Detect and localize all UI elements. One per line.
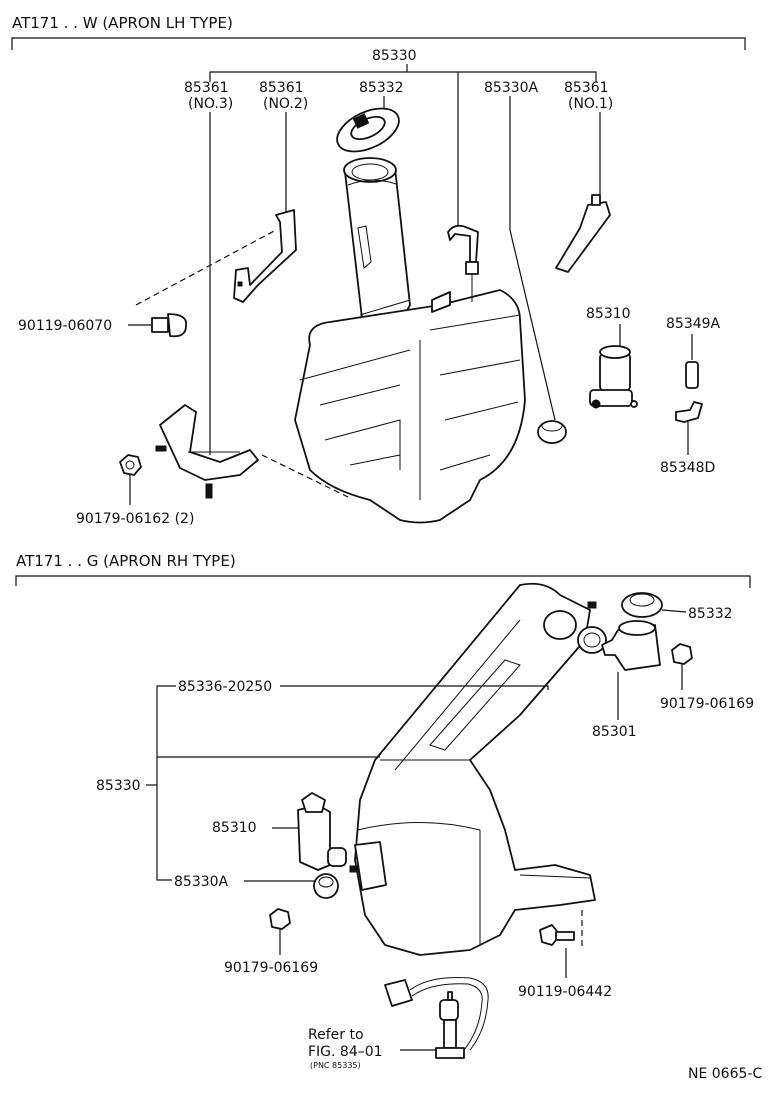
leader-85332-bottom <box>661 609 687 613</box>
leader-85330a-top <box>509 96 556 421</box>
level-sensor-harness <box>384 977 489 1059</box>
bolt-90119-06442 <box>539 924 575 946</box>
filler-neck-top <box>343 157 411 327</box>
pump-85310-bottom <box>297 792 347 871</box>
section-title-apron-lh: AT171 . . W (APRON LH TYPE) <box>12 14 233 32</box>
label-85330-top: 85330 <box>372 48 417 64</box>
label-85310-top: 85310 <box>586 306 631 322</box>
guide-bracket-no3 <box>261 454 351 499</box>
hose-85301 <box>601 620 661 671</box>
bracket-85361-no1 <box>555 194 611 273</box>
washer-tank-bottom <box>354 582 596 956</box>
label-85348d: 85348D <box>660 460 715 476</box>
grommet-85330a-top <box>537 420 567 444</box>
tank-outlet-bottom <box>349 841 387 891</box>
label-85361-no1: 85361 <box>564 80 609 96</box>
label-85301: 85301 <box>592 724 637 740</box>
bracket-85330-bottom <box>156 685 176 881</box>
nut-90179-06169-a <box>671 643 693 665</box>
cap-85332-top <box>336 107 400 153</box>
label-85310-bottom: 85310 <box>212 820 257 836</box>
label-85330-bottom: 85330 <box>96 778 141 794</box>
section-bracket-top <box>11 37 746 50</box>
label-90119-06442: 90119-06442 <box>518 984 612 1000</box>
nut-90179-06162 <box>119 454 142 476</box>
grommet-85330a-bottom <box>313 873 339 899</box>
label-85349a: 85349A <box>666 316 721 332</box>
label-85330a-top: 85330A <box>484 80 539 96</box>
label-85332-bottom: 85332 <box>688 606 733 622</box>
label-85361-no3: 85361 <box>184 80 229 96</box>
bracket-85361-no2 <box>233 209 297 303</box>
cap-85332-bottom <box>587 592 663 618</box>
guide-bolt-to-bracket <box>135 229 277 306</box>
label-85361-no1-note: (NO.1) <box>568 96 613 112</box>
label-90179-06169-b: 90179-06169 <box>224 960 318 976</box>
section-title-apron-rh: AT171 . . G (APRON RH TYPE) <box>16 552 236 570</box>
label-85332-top: 85332 <box>359 80 404 96</box>
reference-line3: (PNC 85335) <box>310 1061 361 1070</box>
grommet-ring-bottom <box>577 626 607 654</box>
label-85330a-bottom: 85330A <box>174 874 229 890</box>
pump-85310-top <box>589 345 638 409</box>
bracket-85361-no3 <box>155 404 259 499</box>
label-90119-06070: 90119-06070 <box>18 318 112 334</box>
hose-85330-top <box>447 224 479 302</box>
label-90179-06162: 90179-06162 (2) <box>76 511 194 527</box>
check-valve-85349a <box>685 361 699 389</box>
figure-code: NE 0665-C <box>688 1066 762 1082</box>
label-90179-06169-a: 90179-06169 <box>660 696 754 712</box>
section-bracket-bottom <box>15 575 751 588</box>
leader-85330-bracket <box>209 71 597 82</box>
reference-line1: Refer to <box>308 1027 364 1043</box>
washer-tank-top <box>294 289 526 524</box>
bolt-90119-06070 <box>151 313 188 338</box>
leader-85336-20250 <box>280 685 549 690</box>
reference-line2: FIG. 84–01 <box>308 1044 383 1060</box>
label-85361-no2: 85361 <box>259 80 304 96</box>
label-85361-no3-note: (NO.3) <box>188 96 233 112</box>
label-85336-20250: 85336-20250 <box>178 679 272 695</box>
joint-85348d <box>675 401 703 423</box>
label-85361-no2-note: (NO.2) <box>263 96 308 112</box>
nut-90179-06169-b <box>269 908 291 930</box>
